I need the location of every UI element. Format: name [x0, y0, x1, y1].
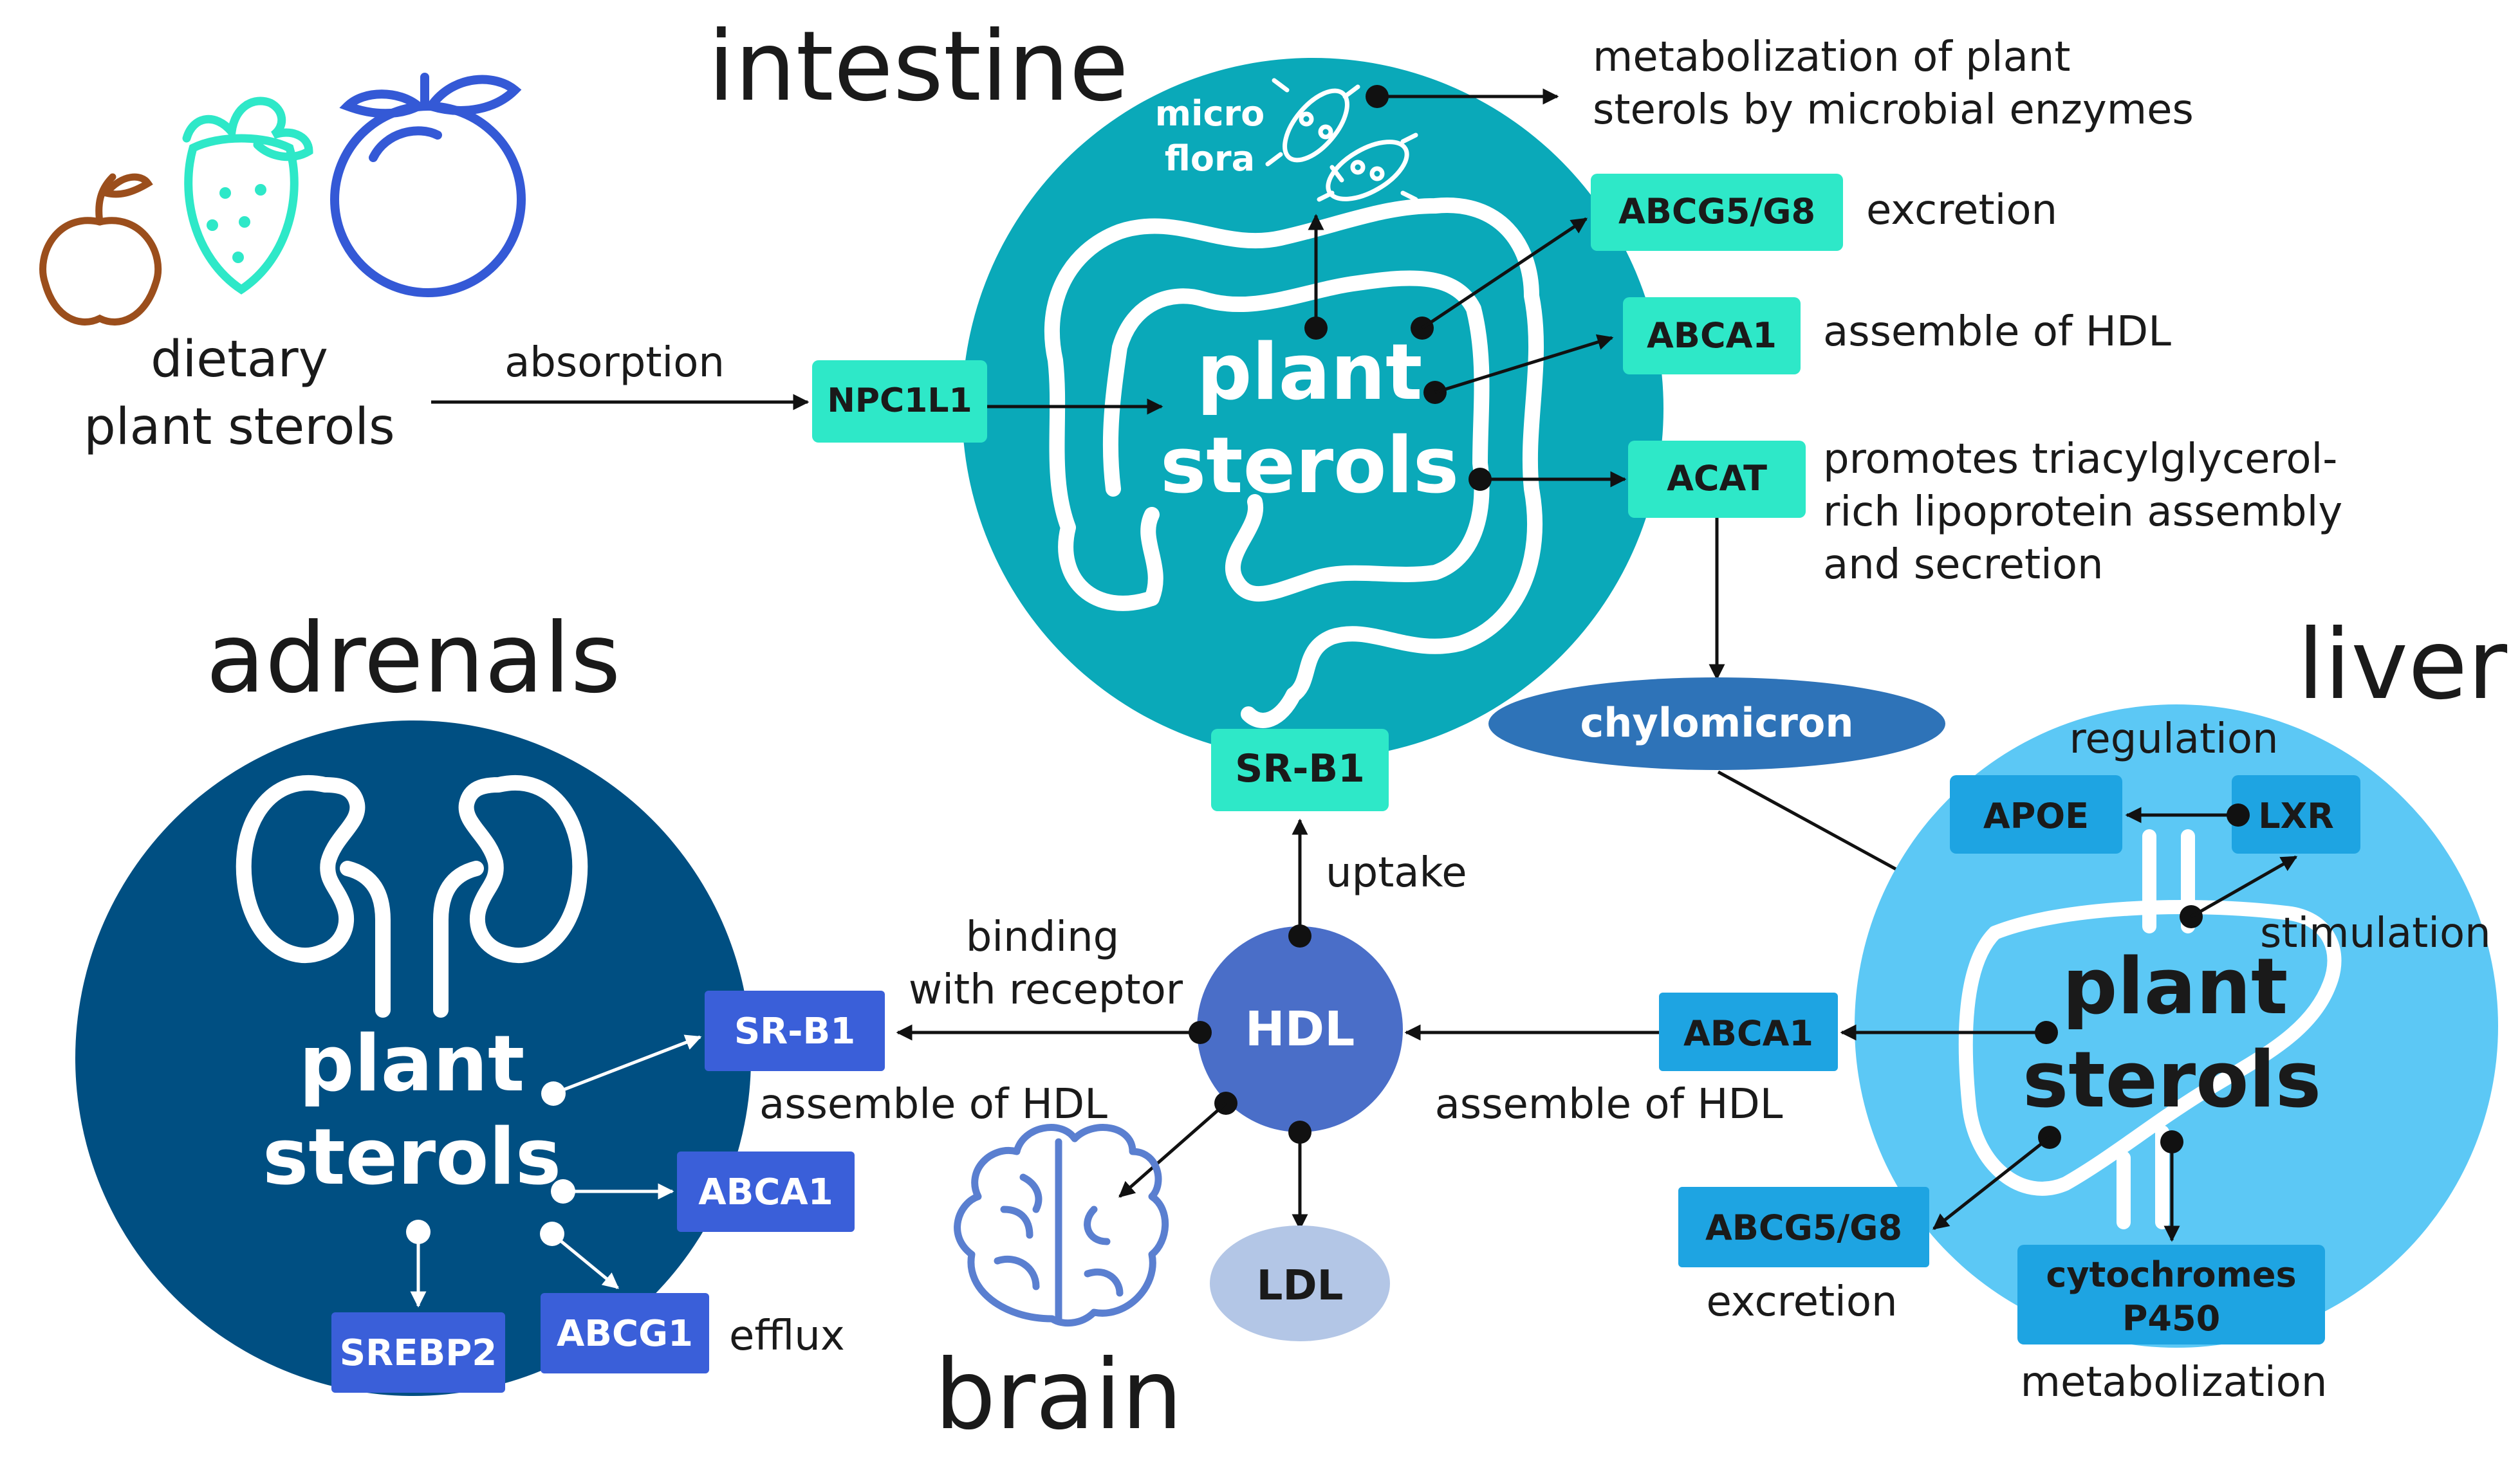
adrenals-plant-label: plant [299, 1020, 525, 1109]
srebp2-box [331, 1312, 505, 1393]
acat-label: ACAT [1667, 458, 1767, 499]
lxr-label: LXR [2258, 796, 2334, 836]
assemble-hdl-intestine-label: assemble of HDL [1823, 308, 2171, 356]
apoe-box [1950, 775, 2122, 854]
efflux-label: efflux [729, 1312, 845, 1360]
npc1l1-label: NPC1L1 [827, 381, 972, 420]
promotes-label: promotes triacylglycerol- [1823, 436, 2337, 483]
abcg5g8-intestine-box [1591, 174, 1843, 251]
to-abca1-int-arrow [1434, 334, 1614, 394]
excretion-liver-label: excretion [1706, 1278, 1897, 1326]
regulation-label: regulation [2069, 715, 2278, 763]
srb1-adrenals-box [705, 991, 885, 1071]
microflora-label-2: flora [1165, 138, 1255, 179]
metabolization-plant-label: metabolization of plant [1593, 33, 2070, 81]
assemble-hdl-liver-label: assemble of HDL [1435, 1081, 1783, 1128]
intestine-plant-label: plant [1197, 328, 1423, 418]
to-abcg5g8-arrow [1421, 217, 1588, 330]
metabolization-plant-label-2: sterols by microbial enzymes [1593, 86, 2194, 134]
excretion-intestine-label: excretion [1866, 187, 2057, 234]
to-lxr-arrow [2190, 855, 2298, 919]
stimulation-label: stimulation [2260, 910, 2491, 957]
ldl-ellipse [1210, 1225, 1390, 1341]
dietary-label-2: plant sterols [84, 398, 394, 456]
metabolization-label: metabolization [2021, 1359, 2328, 1406]
hdl-to-brain-arrow [1118, 1102, 1227, 1198]
intestine-sterols-label: sterols [1160, 421, 1459, 511]
binding-label-2: with receptor [909, 966, 1183, 1014]
cytochromes-box [2017, 1245, 2325, 1344]
apple-icon [39, 173, 162, 326]
brain-title: brain [934, 1339, 1183, 1451]
abca1-intestine-box [1623, 297, 1801, 374]
strawberry-icon [182, 96, 313, 295]
blueberry-icon [330, 73, 526, 297]
srb1-intestine-box [1211, 729, 1389, 811]
cytochromes-label-2: P450 [2122, 1298, 2220, 1339]
abcg5g8-intestine-label: ABCG5/G8 [1618, 191, 1815, 232]
chylomicron-ellipse [1488, 677, 1945, 770]
adrenals-sterols-label: sterols [263, 1113, 561, 1202]
intestine-icon [1044, 197, 1544, 728]
chylomicron-label: chylomicron [1580, 699, 1853, 746]
brain-icon [954, 1124, 1169, 1327]
liver-title: liver [2297, 609, 2507, 721]
assemble-hdl-adrenals-label: assemble of HDL [759, 1081, 1107, 1128]
hdl-label: HDL [1245, 1002, 1355, 1057]
to-abcg1-arrow [551, 1233, 619, 1289]
binding-label: binding [966, 913, 1120, 961]
acat-box [1628, 441, 1806, 518]
intestine-title: intestine [708, 11, 1129, 123]
promotes-label-3: and secretion [1823, 541, 2104, 589]
abcg1-label: ABCG1 [557, 1313, 693, 1355]
cytochromes-label: cytochromes [2046, 1254, 2296, 1295]
absorption-label: absorption [505, 339, 725, 387]
to-srb1-adr-arrow [553, 1034, 702, 1096]
microflora-label: micro [1155, 93, 1265, 134]
liver-sterols-label: sterols [2023, 1036, 2321, 1125]
srb1-intestine-label: SR-B1 [1235, 746, 1365, 791]
npc1l1-box [812, 360, 987, 443]
adrenals-title: adrenals [206, 603, 621, 715]
hdl-circle [1197, 926, 1403, 1132]
abcg5g8-liver-box [1678, 1187, 1929, 1267]
kidneys-icon [236, 775, 588, 1018]
abcg1-box [541, 1293, 709, 1373]
srebp2-label: SREBP2 [340, 1332, 497, 1374]
abca1-adrenals-box [677, 1152, 855, 1232]
uptake-label: uptake [1326, 849, 1467, 897]
abcg5g8-liver-label: ABCG5/G8 [1705, 1207, 1902, 1248]
abca1-liver-label: ABCA1 [1683, 1013, 1813, 1054]
to-abcg5g8-liver-arrow [1932, 1136, 2051, 1230]
ldl-label: LDL [1257, 1262, 1344, 1310]
srb1-adrenals-label: SR-B1 [734, 1011, 855, 1052]
apoe-label: APOE [1983, 796, 2089, 836]
abca1-adrenals-label: ABCA1 [698, 1171, 833, 1213]
lxr-box [2232, 775, 2360, 854]
dietary-label: dietary [151, 331, 328, 389]
abca1-liver-box [1659, 993, 1838, 1071]
promotes-label-2: rich lipoprotein assembly [1823, 488, 2342, 536]
abca1-intestine-label: ABCA1 [1647, 315, 1777, 356]
bacteria-icon [1265, 78, 1418, 202]
liver-plant-label: plant [2062, 942, 2288, 1032]
